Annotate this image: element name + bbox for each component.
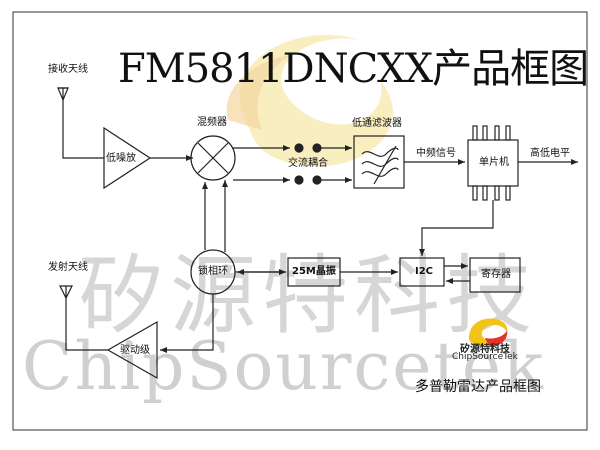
watermark-latin: ChipSourcetek — [22, 328, 545, 405]
mcu-label: 单片机 — [479, 157, 509, 168]
output-level-label: 高低电平 — [530, 148, 570, 159]
watermark-chinese: 矽源特科技 — [78, 246, 538, 346]
register-label: 寄存器 — [481, 269, 511, 280]
tx-antenna-icon — [59, 285, 73, 300]
rx-antenna-icon — [57, 87, 104, 159]
driver-label: 驱动级 — [120, 345, 150, 356]
tx-antenna-label: 发射天线 — [48, 262, 88, 273]
coupling-dot — [294, 143, 304, 153]
logo-chinese-text: 矽源特科技 — [460, 344, 510, 355]
mixer-label: 混频器 — [197, 117, 227, 128]
mixer-icon — [190, 135, 236, 181]
diagram-caption: 多普勒雷达产品框图 — [415, 379, 541, 395]
rx-antenna-label: 接收天线 — [48, 64, 88, 75]
coupling-label: 交流耦合 — [288, 158, 328, 169]
logo-english-text: ChipSourceTek — [452, 352, 518, 362]
driver-triangle — [106, 320, 158, 380]
register-box — [469, 257, 521, 293]
chipsourcetek-logo-icon — [468, 318, 508, 347]
i2c-label: I2C — [415, 266, 434, 277]
lna-label: 低噪放 — [106, 153, 136, 164]
lna-triangle — [103, 126, 152, 190]
mcu-chip — [467, 125, 519, 201]
page-title: FM5811DNCXX产品框图 — [118, 46, 589, 92]
i2c-box — [399, 257, 445, 287]
coupling-dot — [312, 143, 322, 153]
coupling-dot — [312, 175, 322, 185]
pll-label: 锁相环 — [198, 266, 228, 277]
lpf-box — [353, 135, 405, 189]
if-signal-label: 中频信号 — [416, 148, 456, 159]
outer-frame — [12, 11, 588, 431]
crystal-label: 25M晶振 — [292, 266, 336, 277]
coupling-dot — [294, 175, 304, 185]
lpf-label: 低通滤波器 — [352, 118, 402, 129]
